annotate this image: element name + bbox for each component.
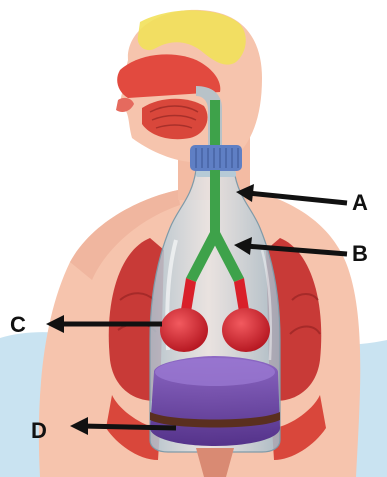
label-a: A [352,192,368,214]
straw-main [210,170,220,236]
balloon-right [222,308,270,352]
straw-above-cap [210,100,220,145]
label-b: B [352,243,368,265]
membrane-top [155,358,275,386]
label-d: D [31,420,47,442]
label-c: C [10,314,26,336]
bottle-cap [190,145,242,171]
balloon-left [160,308,208,352]
